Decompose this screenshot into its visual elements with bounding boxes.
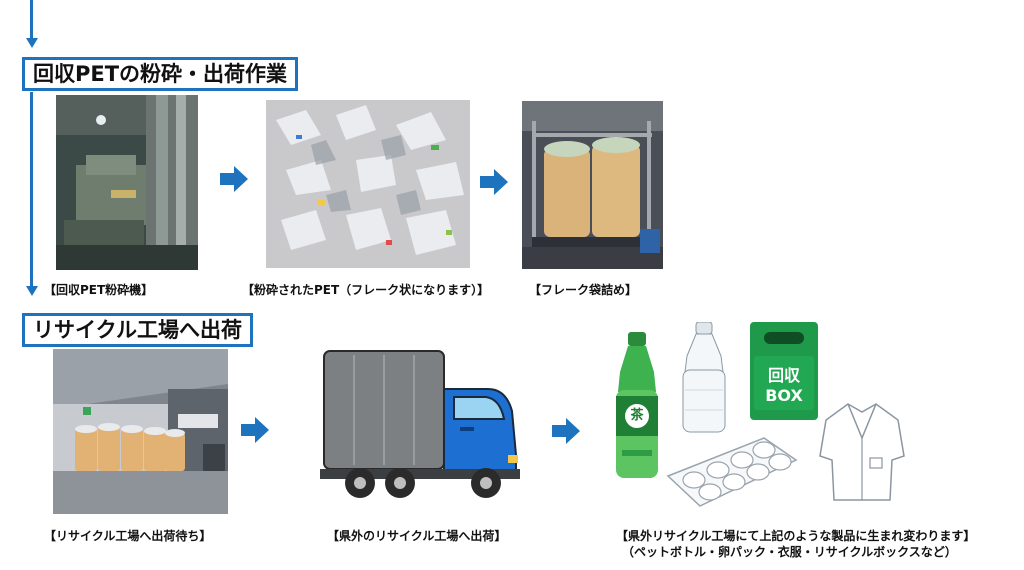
flow-line-middle (30, 92, 33, 288)
flow-line-top (30, 0, 33, 40)
recycle-box-illustration: 回収 BOX (750, 322, 818, 420)
caption-shipping-waiting: 【リサイクル工場へ出荷待ち】 (44, 529, 212, 543)
section-title-shipping: リサイクル工場へ出荷 (22, 313, 253, 347)
right-arrow-icon (241, 417, 269, 443)
truck-illustration (320, 345, 520, 505)
right-arrow-icon (480, 169, 508, 195)
pet-flakes-photo (266, 100, 470, 268)
recycle-box-text-bottom: BOX (765, 386, 803, 405)
clear-bottle-illustration (677, 322, 731, 434)
clothing-illustration (818, 398, 906, 506)
caption-truck: 【県外のリサイクル工場へ出荷】 (327, 529, 507, 543)
bottle-label-text: 茶 (630, 408, 644, 423)
egg-carton-illustration (664, 430, 798, 514)
section-title-crushing: 回収PETの粉砕・出荷作業 (22, 57, 299, 91)
caption-products-line2: （ペットボトル・卵パック・衣服・リサイクルボックスなど） (622, 545, 957, 559)
crusher-photo (56, 95, 198, 270)
down-arrow-icon (25, 38, 38, 48)
shipping-waiting-photo (53, 349, 228, 514)
caption-flakes: 【粉砕されたPET（フレーク状になります）】 (242, 283, 490, 297)
flake-bagging-photo (522, 101, 663, 269)
green-tea-bottle-illustration: 茶 (608, 332, 666, 484)
recycle-box-text-top: 回収 (767, 366, 800, 385)
right-arrow-icon (552, 418, 580, 444)
caption-products-line1: 【県外リサイクル工場にて上記のような製品に生まれ変わります】 (616, 529, 976, 543)
right-arrow-icon (220, 166, 248, 192)
caption-bagging: 【フレーク袋詰め】 (529, 283, 638, 297)
down-arrow-icon (25, 286, 38, 296)
caption-crusher: 【回収PET粉砕機】 (44, 283, 154, 297)
